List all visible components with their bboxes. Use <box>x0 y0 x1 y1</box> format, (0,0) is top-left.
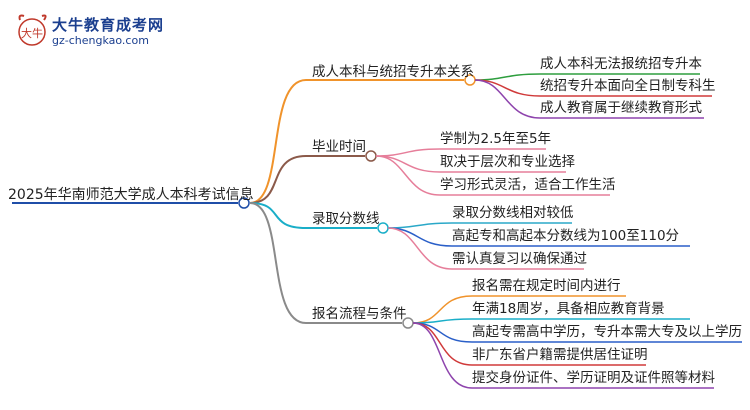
leaf-label[interactable]: 录取分数线相对较低 <box>452 205 574 221</box>
leaf-label[interactable]: 成人本科无法报统招专升本 <box>540 56 702 72</box>
branch-label[interactable]: 报名流程与条件 <box>312 306 407 322</box>
logo-mark-text: 大牛 <box>21 26 43 40</box>
leaf-label[interactable]: 统招专升本面向全日制专科生 <box>540 78 716 94</box>
leaf-label[interactable]: 取决于层次和专业选择 <box>440 154 575 170</box>
branch-connector <box>249 202 307 324</box>
site-logo[interactable]: 大牛 大牛教育成考网 gz-chengkao.com <box>14 12 164 54</box>
leaf-label[interactable]: 成人教育属于继续教育形式 <box>540 100 702 116</box>
leaf-connector <box>387 227 453 270</box>
branch-label[interactable]: 录取分数线 <box>312 211 380 227</box>
root-node[interactable]: 2025年华南师范大学成人本科考试信息 <box>8 187 254 203</box>
branch-node-circle <box>377 222 389 234</box>
leaf-connector <box>474 79 541 97</box>
leaf-label[interactable]: 学习形式灵活，适合工作生活 <box>440 177 616 193</box>
leaf-connector <box>375 155 441 173</box>
leaf-connector <box>412 318 473 324</box>
leaf-label[interactable]: 学制为2.5年至5年 <box>440 131 552 147</box>
leaf-connector <box>375 148 441 157</box>
leaf-label[interactable]: 年满18周岁，具备相应教育背景 <box>472 301 665 317</box>
leaf-connector <box>412 322 473 389</box>
bull-logo-icon: 大牛 <box>18 14 47 46</box>
leaf-label[interactable]: 提交身份证件、学历证明及证件照等材料 <box>472 370 715 386</box>
branch-connector <box>249 155 307 204</box>
branch-connector <box>249 202 307 229</box>
root-node-circle <box>238 197 250 209</box>
leaf-label[interactable]: 需认真复习以确保通过 <box>452 251 587 267</box>
branch-connector <box>249 79 307 204</box>
leaf-connector <box>387 227 453 247</box>
leaf-label[interactable]: 非广东省户籍需提供居住证明 <box>472 347 648 363</box>
logo-title: 大牛教育成考网 <box>52 16 165 34</box>
leaf-connector <box>474 73 541 81</box>
leaf-label[interactable]: 高起专和高起本分数线为100至110分 <box>452 228 680 244</box>
leaf-label[interactable]: 高起专需高中学历，专升本需大专及以上学历 <box>472 324 742 340</box>
branch-label[interactable]: 成人本科与统招专升本关系 <box>312 64 474 80</box>
leaf-connector <box>474 79 541 119</box>
branch-label[interactable]: 毕业时间 <box>312 139 366 155</box>
logo-url: gz-chengkao.com <box>52 34 149 47</box>
branch-node-circle <box>365 150 377 162</box>
leaf-connector <box>387 222 453 229</box>
leaf-connector <box>375 155 441 196</box>
leaf-label[interactable]: 报名需在规定时间内进行 <box>472 278 621 294</box>
